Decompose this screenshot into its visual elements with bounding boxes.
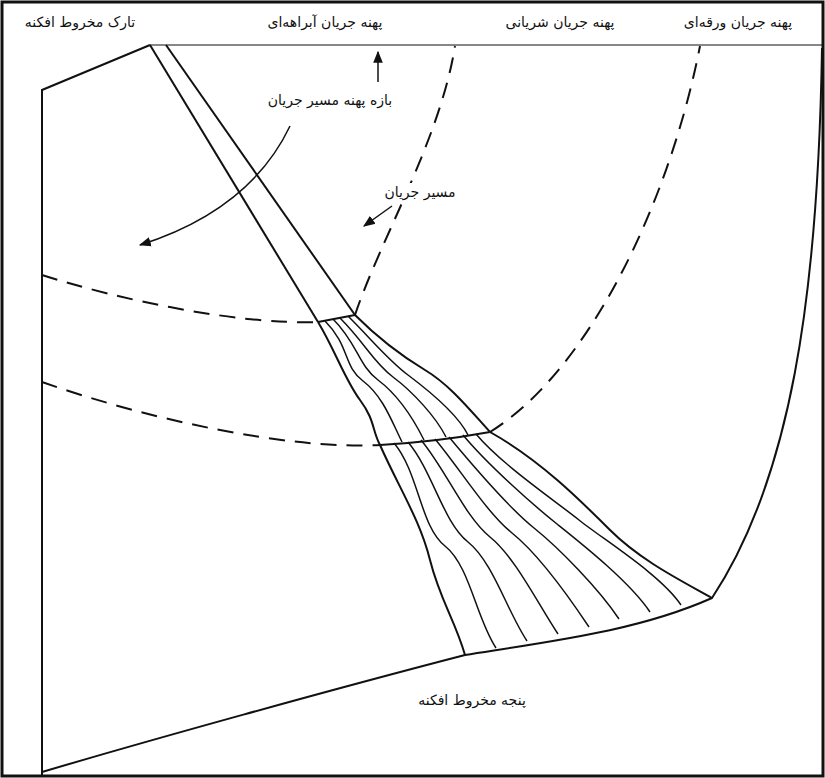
channel-edge [150, 45, 318, 322]
zone-crossing [380, 432, 490, 445]
flow-line [435, 439, 589, 627]
flow-edge [380, 445, 465, 655]
flow-edge [490, 432, 712, 598]
channel-edge [166, 45, 355, 315]
fan-left-edge [42, 45, 150, 776]
zone-label: تارک مخروط افکنه [22, 13, 138, 32]
flow-edge [355, 315, 490, 432]
flow-line [476, 434, 681, 605]
flow-line [408, 442, 527, 641]
zone-label: پهنه جریان آبراهه‌ای [265, 13, 386, 32]
zone-boundary [490, 46, 700, 432]
fan-top-edge [150, 44, 822, 45]
zone-label: بازه پهنه مسیر جریان [265, 91, 395, 110]
range-arrow [140, 126, 290, 245]
zone-label: پنجه مخروط افکنه [415, 691, 529, 710]
leader-arrow [377, 52, 379, 82]
zone-boundaries [42, 46, 700, 446]
flow-line [333, 319, 424, 440]
flow-line [421, 440, 558, 634]
flow-line [348, 316, 468, 435]
flow-line [340, 318, 446, 437]
leader-arrow [364, 206, 392, 226]
zone-label: مسیر جریان [381, 183, 458, 202]
flow-path [150, 45, 712, 655]
flow-line [449, 437, 619, 619]
zone-boundary [42, 275, 318, 322]
zone-label: پهنه جریان ورقه‌ای [681, 13, 795, 32]
zone-label: پهنه جریان شریانی [503, 13, 618, 32]
zone-boundary [355, 46, 455, 315]
leader-arrows [140, 52, 392, 245]
zone-boundary [42, 382, 380, 446]
flow-line [463, 435, 650, 612]
fan-toe-arc [42, 48, 822, 772]
flow-line [325, 321, 402, 442]
